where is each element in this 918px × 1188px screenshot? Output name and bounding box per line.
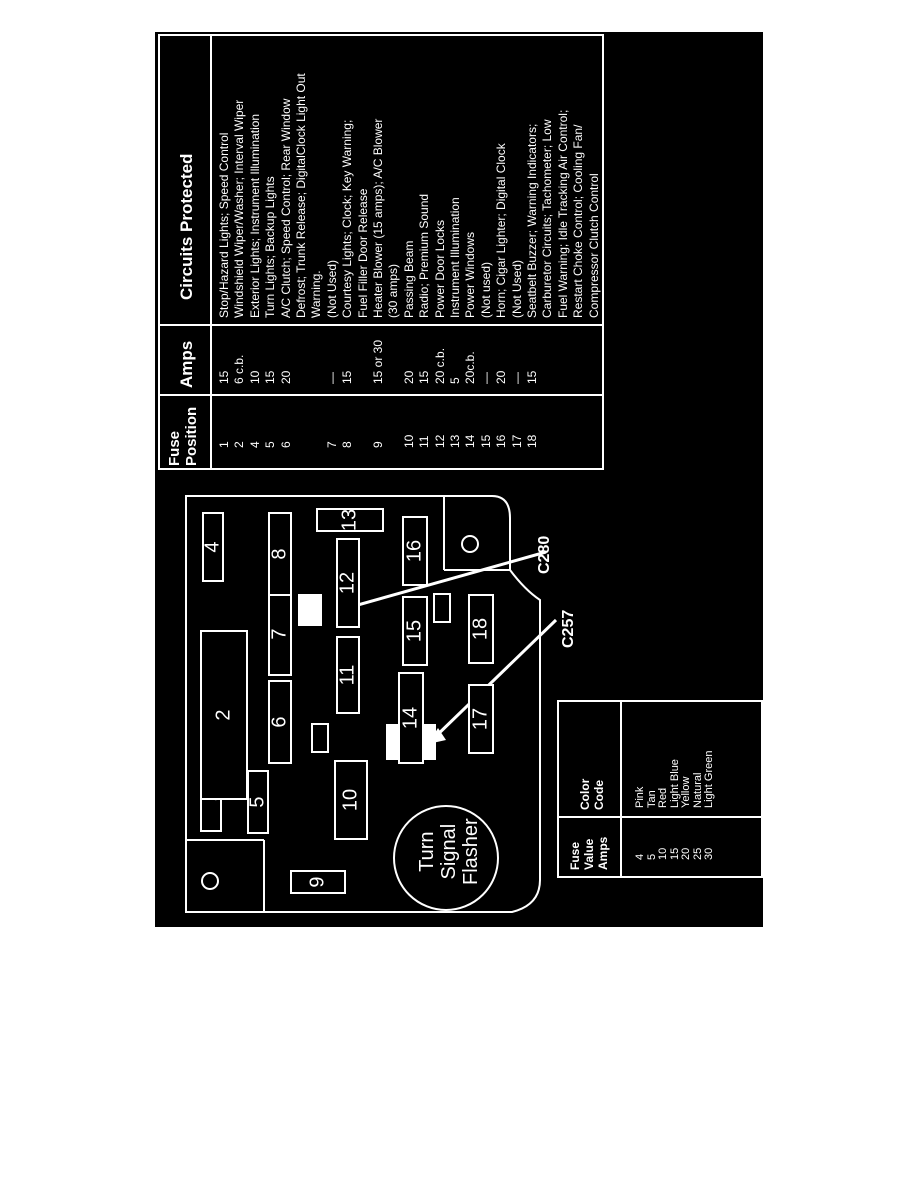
color-code-cell: Light Blue bbox=[668, 759, 681, 808]
fuse-slot-17: 17 bbox=[468, 684, 494, 754]
fuse-slot-4: 4 bbox=[202, 512, 224, 582]
fuse-slot-15: 15 bbox=[402, 596, 428, 666]
c280-arrow bbox=[339, 550, 547, 612]
fuse-number-label: 10 bbox=[339, 788, 362, 812]
fuse-slot-9: 9 bbox=[290, 870, 346, 894]
fuse-number-label: 15 bbox=[403, 619, 426, 643]
fuse-number-label: 14 bbox=[399, 706, 422, 730]
fuse-number-label: 13 bbox=[338, 508, 361, 532]
color-code-cell: Tan bbox=[645, 790, 658, 808]
fuse-slot-5: 5 bbox=[247, 770, 269, 834]
c280-connector bbox=[298, 594, 322, 626]
c257-arrow bbox=[430, 618, 558, 742]
fuse-number-label: 9 bbox=[306, 876, 329, 888]
fuse-value-cell: 25 bbox=[691, 847, 704, 860]
color-code-table bbox=[557, 700, 763, 878]
c257-label: C257 bbox=[560, 609, 577, 648]
table-divider-position bbox=[158, 394, 604, 396]
fuse-slot-14: 14 bbox=[398, 672, 424, 764]
color-code-cell: Red bbox=[657, 787, 669, 808]
mounting-hole bbox=[461, 535, 479, 553]
table-header-divider bbox=[210, 34, 212, 470]
fuse-slot-7: 7 bbox=[268, 592, 292, 676]
color-code-cell: Light Green bbox=[703, 750, 715, 808]
table-divider-amps bbox=[158, 324, 604, 326]
fuse-number-label: 7 bbox=[268, 628, 291, 640]
fuse-number-label: 12 bbox=[336, 571, 359, 595]
header-fuse-value: Fuse Value Amps bbox=[568, 836, 610, 870]
fuse-slot-6: 6 bbox=[268, 680, 292, 764]
fuse-number-label: 16 bbox=[403, 539, 426, 563]
fuse-value-cell: 20 bbox=[680, 847, 692, 860]
fuse-number-label: 6 bbox=[268, 716, 291, 728]
fuse-number-label: 17 bbox=[469, 707, 492, 731]
fuse-slot-12: 12 bbox=[336, 538, 360, 628]
fuse-slot-18: 18 bbox=[468, 594, 494, 664]
fuse-value-cell: 5 bbox=[645, 853, 658, 860]
mounting-hole bbox=[201, 872, 219, 890]
fuse-slot-16: 16 bbox=[402, 516, 428, 586]
fuse-value-cell: 15 bbox=[668, 847, 681, 860]
fuse-slot-11: 11 bbox=[336, 636, 360, 714]
color-code-cell: Natural bbox=[691, 772, 704, 808]
color-code-cell: Pink bbox=[634, 786, 646, 808]
fuse-slot-10: 10 bbox=[334, 760, 368, 840]
color-table-header-divider bbox=[620, 700, 622, 878]
fuse-slot-13: 13 bbox=[316, 508, 384, 532]
fuse-value-cell: 30 bbox=[703, 847, 715, 860]
fuse-number-label: 11 bbox=[336, 664, 359, 686]
fuse-number-label: 5 bbox=[246, 796, 269, 808]
color-code-cell: Yellow bbox=[680, 776, 692, 808]
fuse-circuit-table bbox=[158, 34, 604, 470]
fuse-number-label: 8 bbox=[268, 548, 291, 560]
fuse-value-cell: 4 bbox=[634, 853, 646, 860]
fuse-number-label: 2 bbox=[212, 709, 235, 721]
color-table-divider bbox=[557, 816, 763, 818]
fuse-number-label: 18 bbox=[469, 617, 492, 641]
panel-outline bbox=[185, 495, 541, 913]
header-color-code: Color Code bbox=[578, 778, 606, 810]
flasher-label: Turn Signal Flasher bbox=[416, 818, 482, 885]
relay-socket bbox=[433, 593, 451, 623]
c280-label: C280 bbox=[536, 535, 553, 574]
fuse-slot-2: 2 bbox=[200, 630, 248, 800]
relay-socket bbox=[311, 723, 329, 753]
fuse-slot-8: 8 bbox=[268, 512, 292, 596]
fuse-value-cell: 10 bbox=[657, 847, 669, 860]
fuse-number-label: 4 bbox=[201, 541, 224, 553]
turn-signal-flasher bbox=[393, 805, 499, 911]
